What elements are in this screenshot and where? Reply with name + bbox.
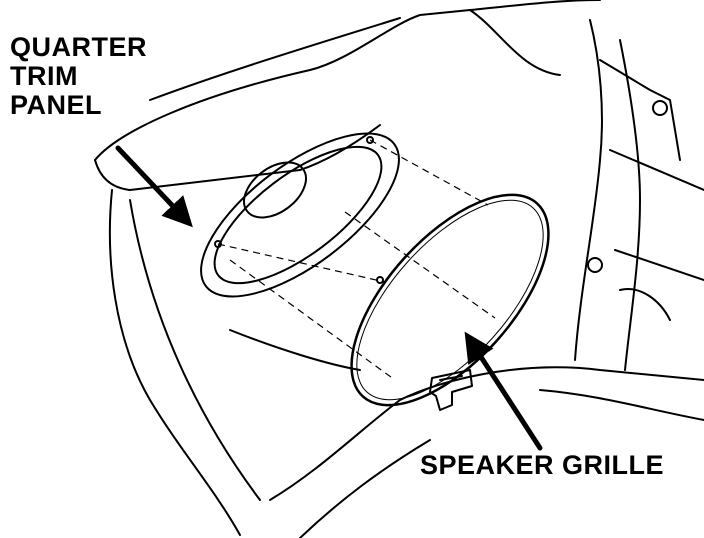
trim-panel-lip	[94, 159, 301, 191]
quarter-cutout	[619, 288, 671, 321]
grille-clip-slot	[439, 375, 463, 381]
speaker-grille-label: SPEAKER GRILLE	[420, 450, 665, 480]
pillar-bracket	[599, 59, 681, 161]
trim-panel-lower-contour	[129, 199, 261, 501]
speaker-opening-bezel	[200, 132, 400, 298]
grille-clip	[429, 369, 473, 411]
roof-edge	[469, 0, 601, 11]
align-line-2	[369, 139, 489, 206]
speaker-grille	[350, 193, 550, 407]
trim-panel-sweep	[229, 329, 361, 371]
align-line-1	[217, 243, 386, 283]
pillar-outer	[574, 19, 603, 361]
pillar-panel	[609, 149, 704, 281]
fastener-lower	[587, 257, 603, 273]
quarter-trim-panel-line-2: TRIM	[10, 61, 78, 91]
quarter-trim-panel-line-3: PANEL	[10, 90, 103, 120]
trim-panel-inner-curve	[299, 124, 381, 171]
mount-hole-3	[376, 276, 384, 284]
speaker-opening-ring	[213, 145, 383, 285]
mount-hole-2	[366, 136, 374, 144]
trim-panel-top-edge	[149, 17, 401, 101]
quarter-lower-line	[539, 389, 704, 421]
quarter-trim-panel-label: QUARTER TRIM PANEL	[10, 34, 147, 121]
align-line-3	[229, 259, 396, 381]
fastener-upper	[652, 100, 668, 116]
quarter-trim-panel-arrow	[115, 145, 193, 228]
align-line-4	[344, 211, 496, 319]
speaker-grille-arrow	[464, 331, 543, 451]
trim-panel-side	[108, 189, 241, 536]
pillar-inner	[619, 39, 641, 371]
quarter-trim-panel-line-1: QUARTER	[10, 32, 147, 62]
mount-hole-1	[214, 240, 222, 248]
floor-contour	[269, 366, 704, 501]
floor-edge	[299, 439, 431, 538]
speaker-cone	[243, 161, 307, 219]
trim-panel-outline	[94, 9, 561, 161]
